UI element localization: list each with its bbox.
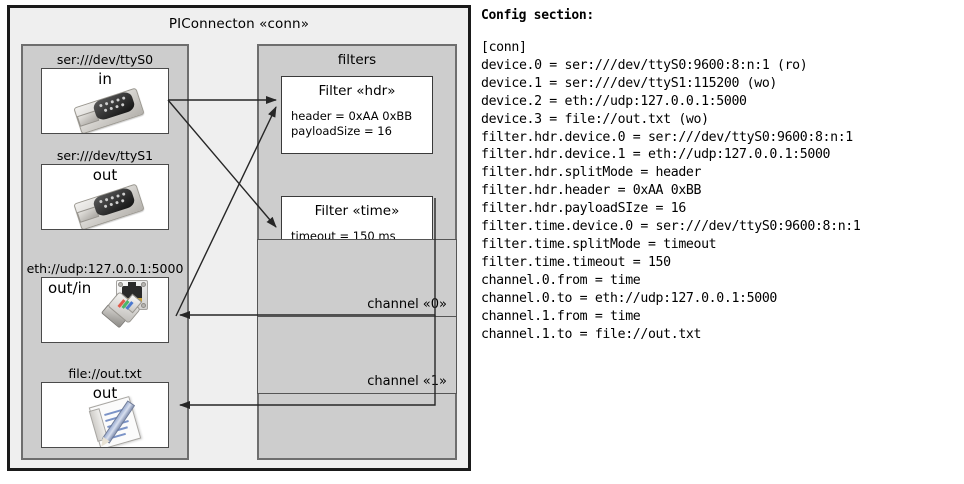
filter-node-hdr[interactable]: Filter «hdr» header = 0xAA 0xBB payloadS…	[281, 76, 433, 154]
connection-diagram: PIConnecton «conn» ser:///dev/ttyS0 in	[7, 5, 471, 471]
filter-title-time: Filter «time»	[314, 203, 400, 219]
device-label-file: file://out.txt	[68, 366, 142, 381]
device-direction-ttyS0: in	[98, 70, 112, 88]
filter-attr: payloadSize = 16	[291, 124, 392, 138]
device-node-ttyS1[interactable]: ser:///dev/ttyS1 out	[41, 148, 169, 230]
device-label-ttyS0: ser:///dev/ttyS0	[56, 52, 154, 67]
filter-title-hdr: Filter «hdr»	[318, 83, 396, 99]
device-node-file[interactable]: file://out.txt out	[41, 366, 169, 448]
config-line: filter.hdr.payloadSIze = 16	[481, 201, 686, 217]
config-line: channel.0.from = time	[481, 272, 641, 288]
file-document-icon	[88, 396, 154, 447]
device-direction-ttyS1: out	[92, 166, 118, 184]
config-line: filter.time.splitMode = timeout	[481, 236, 717, 252]
serial-port-icon	[72, 87, 145, 133]
device-node-eth[interactable]: eth://udp:127.0.0.1:5000 out/in	[27, 261, 183, 343]
device-label-ttyS1: ser:///dev/ttyS1	[56, 148, 154, 163]
config-line: device.3 = file://out.txt (wo)	[481, 111, 709, 127]
config-section-lines: [conn] device.0 = ser:///dev/ttyS0:9600:8…	[481, 39, 959, 343]
filter-attr: header = 0xAA 0xBB	[291, 109, 413, 123]
serial-port-icon	[72, 183, 145, 229]
config-panel: Config section: [conn] device.0 = ser:///…	[481, 8, 959, 343]
config-section-heading: Config section:	[481, 8, 594, 23]
config-line: filter.time.timeout = 150	[481, 254, 671, 270]
config-line: filter.hdr.device.1 = eth://udp:127.0.0.…	[481, 147, 831, 163]
device-direction-eth: out/in	[48, 279, 92, 297]
device-label-eth: eth://udp:127.0.0.1:5000	[26, 261, 184, 276]
device-node-ttyS0[interactable]: ser:///dev/ttyS0 in	[41, 52, 169, 134]
filter-attrs-hdr: header = 0xAA 0xBB payloadSize = 16	[282, 109, 432, 139]
config-line: filter.hdr.header = 0xAA 0xBB	[481, 183, 702, 199]
channel-label-1: channel «1»	[367, 374, 447, 389]
filters-panel: filters Filter «hdr» header = 0xAA 0xBB …	[257, 44, 457, 460]
config-line: filter.hdr.device.0 = ser:///dev/ttyS0:9…	[481, 129, 853, 145]
config-line: channel.1.from = time	[481, 308, 641, 324]
config-line: device.2 = eth://udp:127.0.0.1:5000	[481, 93, 747, 109]
device-direction-file: out	[92, 384, 118, 402]
config-line: filter.time.device.0 = ser:///dev/ttyS0:…	[481, 219, 861, 235]
config-line: device.1 = ser:///dev/ttyS1:115200 (wo)	[481, 75, 777, 91]
filters-panel-title: filters	[337, 52, 377, 68]
channel-box-0[interactable]: channel «0»	[257, 239, 457, 317]
devices-panel: ser:///dev/ttyS0 in ser:///dev/ttyS1	[21, 44, 189, 460]
ethernet-icon	[100, 280, 162, 340]
config-line: [conn]	[481, 40, 527, 55]
channel-label-0: channel «0»	[367, 297, 447, 312]
config-line: device.0 = ser:///dev/ttyS0:9600:8:n:1 (…	[481, 57, 808, 73]
channel-box-1[interactable]: channel «1»	[257, 316, 457, 394]
device-box-ttyS0[interactable]: in	[41, 68, 169, 134]
diagram-title: PIConnecton «conn»	[168, 16, 310, 32]
config-line: channel.0.to = eth://udp:127.0.0.1:5000	[481, 290, 777, 306]
device-box-ttyS1[interactable]: out	[41, 164, 169, 230]
config-line: channel.1.to = file://out.txt	[481, 326, 702, 342]
device-box-file[interactable]: out	[41, 382, 169, 448]
config-line: filter.hdr.splitMode = header	[481, 165, 702, 181]
device-box-eth[interactable]: out/in	[41, 277, 169, 343]
